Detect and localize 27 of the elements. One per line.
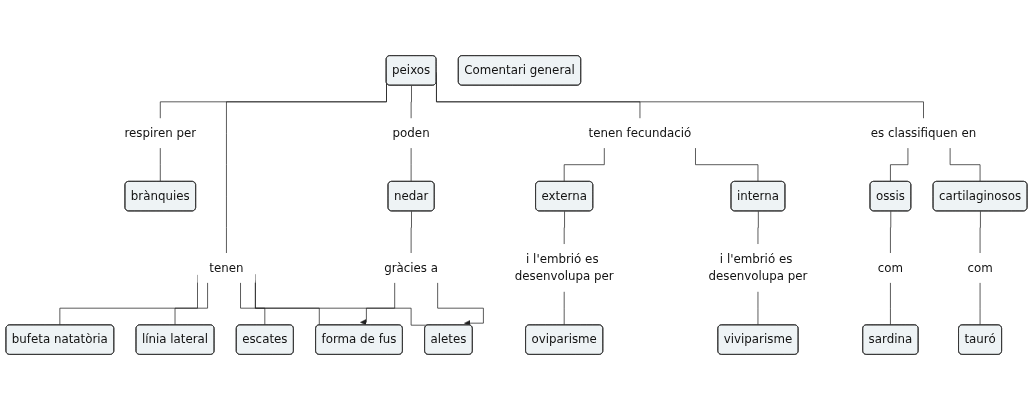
node-text: i l'embrió es desenvolupa per (708, 251, 808, 284)
node-text: respiren per (124, 125, 197, 140)
connector (979, 282, 981, 326)
connector (890, 282, 892, 326)
connector (757, 291, 759, 326)
connector (174, 282, 208, 326)
node-text: poden (392, 125, 430, 140)
node-text: i l'embrió es desenvolupa per (514, 251, 614, 284)
node-text: com (967, 260, 993, 275)
connector (890, 147, 909, 183)
connector (979, 210, 981, 254)
node-text: com (877, 260, 904, 275)
connector (563, 147, 605, 183)
connector (757, 210, 759, 245)
node-text: es classifiquen en (870, 125, 977, 140)
connector (890, 210, 892, 254)
node-text: gràcies a (384, 260, 439, 275)
connector (410, 147, 412, 183)
node-text: tenen fecundació (588, 125, 692, 140)
connector (240, 282, 266, 326)
connector (159, 147, 162, 183)
connector (410, 85, 412, 119)
connector (563, 291, 565, 326)
connector (949, 147, 981, 183)
connector (410, 210, 412, 254)
connector (563, 210, 565, 245)
connector (695, 147, 759, 183)
